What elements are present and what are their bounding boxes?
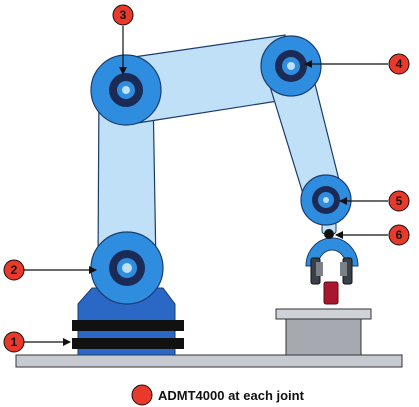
callout-2-number: 2 [11,263,18,277]
base-stripe-top [72,320,184,331]
callout-3: 3 [112,4,134,26]
callout-5-number: 5 [396,194,403,208]
callout-4: 4 [388,53,410,75]
callout-4-number: 4 [396,57,403,71]
legend-marker [131,384,153,406]
callout-1-number: 1 [11,335,18,349]
callout-5: 5 [388,190,410,212]
callout-1: 1 [3,331,25,353]
callout-2: 2 [3,259,25,281]
callout-3-number: 3 [120,8,127,22]
joint-upper-wrist [260,35,322,97]
base-stripe-bottom [72,338,184,349]
platform-top [275,308,372,320]
gripper-pivot [324,229,334,239]
callout-6: 6 [388,224,410,246]
joint-elbow [90,54,162,126]
joint-shoulder [90,231,164,305]
gripper [305,219,359,285]
floor-plate [15,354,403,368]
callout-6-number: 6 [396,228,403,242]
workpiece [323,281,339,305]
legend-label: ADMT4000 at each joint [158,388,305,403]
legend: ADMT4000 at each joint [131,384,305,406]
platform-block [285,318,362,356]
joint-wrist [300,174,352,226]
